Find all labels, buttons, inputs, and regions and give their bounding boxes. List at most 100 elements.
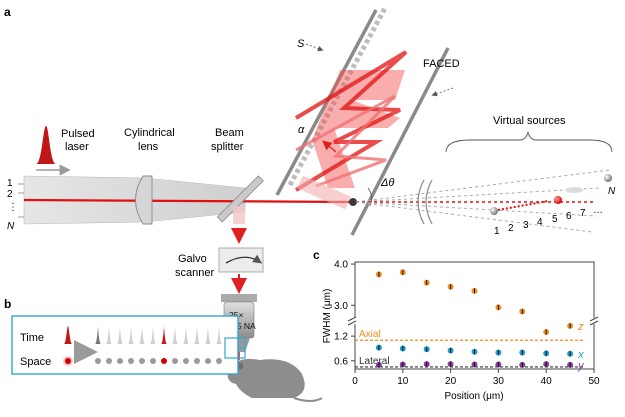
inset-b (11, 315, 246, 375)
y-tick-label: 0.6 (334, 356, 348, 367)
beam-splitter-label-1: Beam (215, 127, 244, 139)
galvo-label-2: scanner (175, 267, 214, 279)
source-index-6: 6 (566, 211, 572, 222)
beam-row-2: 2 (7, 189, 13, 200)
objective-mag-label: 25× (229, 310, 243, 320)
space-spot (183, 358, 189, 364)
source-index-7: 7 (580, 208, 586, 219)
pulsed-laser-label-2: laser (65, 141, 89, 153)
space-spot (205, 358, 211, 364)
objective-na-label: 1.05 NA (225, 321, 256, 331)
time-pulse-icon (95, 326, 101, 344)
x-tick-label: 10 (397, 376, 409, 387)
axis-break-mark (589, 320, 599, 326)
laser-pulse-icon (36, 126, 56, 164)
x-tick-label: 0 (352, 376, 358, 387)
time-pulse-icon (117, 326, 123, 344)
axis-break-gap (590, 318, 598, 324)
source-index-n: N (608, 186, 616, 197)
faced-mirrors (275, 6, 450, 236)
spot-train (95, 358, 222, 364)
beam-splitter-label-2: splitter (211, 141, 244, 153)
space-spot (117, 358, 123, 364)
space-spot (128, 358, 134, 364)
space-spot-red (65, 358, 71, 364)
s-label: S (297, 38, 305, 50)
x-tick-label: 40 (541, 376, 553, 387)
source-index-4: 4 (537, 217, 543, 228)
time-pulse-icon (161, 326, 167, 344)
return-beam (233, 206, 245, 224)
space-spot (139, 358, 145, 364)
x-axis-label: Position (μm) (444, 391, 503, 402)
source-index-1: 1 (494, 226, 500, 237)
time-pulse-red-icon (64, 326, 72, 344)
virtual-sources-label: Virtual sources (493, 115, 566, 127)
source-index-3: 3 (523, 220, 529, 231)
time-pulse-icon (106, 326, 112, 344)
virtual-sources-brace (445, 131, 613, 153)
faced-label: FACED (423, 58, 460, 70)
axis-break-mark (347, 316, 357, 322)
galvo-rotation-icon (225, 254, 263, 264)
cylindrical-lens-label-2: lens (138, 141, 159, 153)
time-pulse-icon (216, 326, 222, 344)
beam-row-dots: ⋮ (8, 202, 18, 213)
time-pulse-icon (194, 326, 200, 344)
time-pulse-icon (139, 326, 145, 344)
source-index-5: 5 (552, 214, 558, 225)
panel-label-b: b (4, 297, 11, 311)
y-axis-label: FWHM (μm) (322, 289, 333, 344)
x-tick-label: 20 (445, 376, 457, 387)
galvo-label-1: Galvo (178, 253, 207, 265)
axis-break-gap (348, 318, 356, 324)
reference-line-label: Axial (359, 329, 381, 340)
axis-break-mark (347, 320, 357, 326)
alpha-label: α (298, 124, 305, 136)
x-tick-label: 30 (493, 376, 505, 387)
axis-break-mark (589, 316, 599, 322)
delta-theta-label: Δθ (380, 177, 394, 189)
virtual-source-dots (490, 174, 612, 215)
pulse-train (95, 326, 222, 344)
pulsed-laser-label-1: Pulsed (61, 128, 95, 140)
series-label: y (577, 360, 585, 372)
space-spot (194, 358, 200, 364)
cylindrical-lens-icon (135, 175, 153, 225)
mouse-icon (227, 358, 323, 402)
source-index-2: 2 (508, 223, 514, 234)
time-pulse-icon (172, 326, 178, 344)
y-tick-label: 4.0 (334, 260, 348, 271)
space-spot (161, 358, 167, 364)
series-label: x (577, 349, 584, 361)
beam-row-1: 1 (7, 178, 13, 189)
time-label: Time (20, 332, 44, 344)
panel-label-a: a (4, 5, 11, 19)
space-spot (216, 358, 222, 364)
space-spot (150, 358, 156, 364)
cylindrical-lens-label-1: Cylindrical (124, 127, 175, 139)
space-label: Space (20, 356, 51, 368)
time-pulse-icon (205, 326, 211, 344)
s-arrow (305, 43, 324, 52)
plot-frame (354, 261, 595, 370)
x-tick-label: 50 (588, 376, 600, 387)
faced-arrow (431, 87, 454, 97)
source-index-ellipsis: … (593, 205, 603, 216)
panel-label-c: c (313, 248, 320, 262)
time-pulse-icon (128, 326, 134, 344)
focal-point (349, 198, 357, 206)
y-tick-label: 3.0 (334, 301, 348, 312)
beam-row-n: N (7, 221, 15, 232)
time-pulse-icon (183, 326, 189, 344)
time-pulse-icon (150, 326, 156, 344)
series-label: z (577, 321, 584, 333)
space-spot (95, 358, 101, 364)
space-spot (172, 358, 178, 364)
reference-line-label: Lateral (359, 356, 390, 367)
space-spot (106, 358, 112, 364)
beam-splitter-icon (216, 175, 264, 223)
y-tick-label: 1.2 (334, 332, 348, 343)
